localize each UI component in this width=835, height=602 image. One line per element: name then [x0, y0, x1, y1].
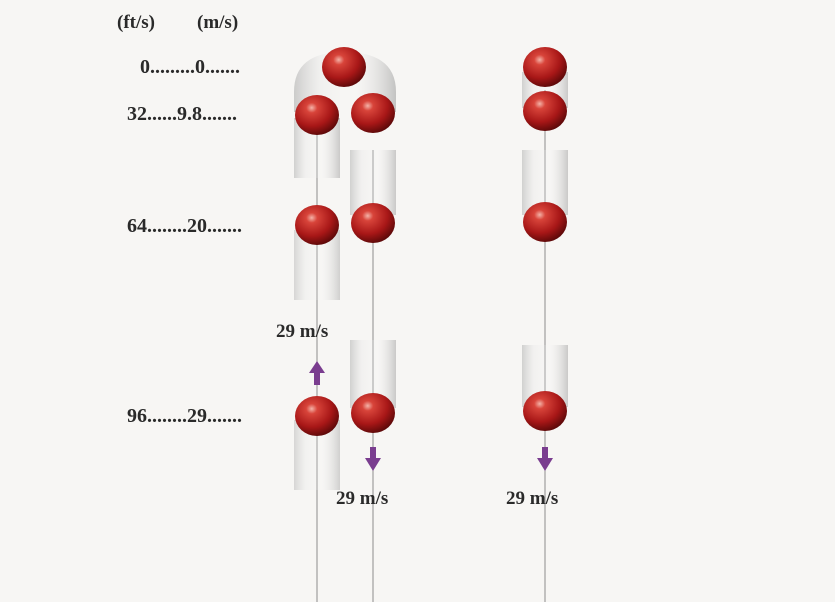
- ball-top-arch: [322, 47, 366, 87]
- header-ft-per-s: (ft/s): [117, 12, 155, 33]
- down-arrow-icon: [365, 447, 381, 471]
- ball-right-32: [523, 91, 567, 131]
- row-label-0: 0.........0.......: [140, 56, 240, 78]
- down-arrow-icon: [537, 447, 553, 471]
- balls: [295, 47, 567, 436]
- ball-left-32: [295, 95, 339, 135]
- ball-right-0: [523, 47, 567, 87]
- ball-middle-64: [351, 203, 395, 243]
- speed-label-up: 29 m/s: [276, 321, 329, 342]
- ball-right-64: [523, 202, 567, 242]
- ball-right-96: [523, 391, 567, 431]
- speed-label-down-right: 29 m/s: [506, 488, 559, 509]
- ball-middle-32: [351, 93, 395, 133]
- ball-middle-96: [351, 393, 395, 433]
- ball-left-64: [295, 205, 339, 245]
- row-label-96: 96........29.......: [127, 405, 242, 427]
- row-label-32: 32......9.8.......: [127, 103, 237, 125]
- header-m-per-s: (m/s): [197, 12, 239, 33]
- speed-label-down-middle: 29 m/s: [336, 488, 389, 509]
- up-arrow-icon: [309, 361, 325, 385]
- row-label-64: 64........20.......: [127, 215, 242, 237]
- ball-left-96: [295, 396, 339, 436]
